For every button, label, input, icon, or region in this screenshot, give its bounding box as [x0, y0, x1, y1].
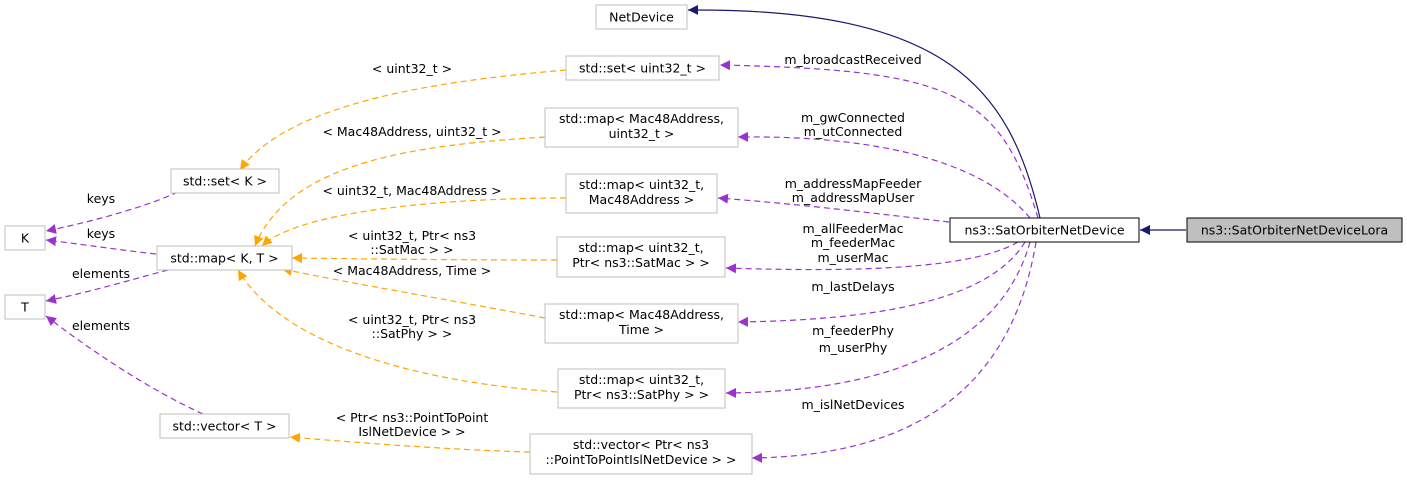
- nodes: NetDevice std::set< uint32_t > std::map<…: [4, 4, 1403, 475]
- node-sat-orbiter-net-device-label: ns3::SatOrbiterNetDevice: [964, 223, 1124, 238]
- node-map-uint32-mac48-line-1: std::map< uint32_t,: [579, 177, 704, 192]
- edge-set-uint32-tmpl: [239, 69, 567, 171]
- node-sat-orbiter-net-device-lora[interactable]: ns3::SatOrbiterNetDeviceLora: [1186, 217, 1403, 243]
- label-map-satmac-tmpl-2: ::SatMac > >: [370, 242, 453, 257]
- node-net-device-label: NetDevice: [609, 10, 674, 25]
- label-map-satmac-tmpl-1: < uint32_t, Ptr< ns3: [348, 228, 476, 243]
- node-map-uint32-satmac[interactable]: std::map< uint32_t, Ptr< ns3::SatMac > >: [556, 236, 726, 278]
- node-map-mac48-uint32-line-1: std::map< Mac48Address,: [559, 111, 724, 126]
- node-vector-t[interactable]: std::vector< T >: [159, 413, 290, 439]
- node-map-uint32-satphy-line-1: std::map< uint32_t,: [579, 372, 704, 387]
- node-map-k-t[interactable]: std::map< K, T >: [156, 245, 293, 271]
- label-vector-isl-tmpl-2: IslNetDevice > >: [358, 424, 465, 439]
- label-macs-3: m_userMac: [817, 250, 888, 265]
- node-t-label: T: [20, 300, 29, 315]
- label-broadcast-received: m_broadcastReceived: [784, 52, 921, 67]
- label-mapkt-elements: elements: [72, 266, 130, 281]
- node-k[interactable]: K: [4, 225, 46, 251]
- edge-phys: [725, 241, 1031, 398]
- node-map-uint32-satphy-line-2: Ptr< ns3::SatPhy > >: [574, 387, 709, 402]
- edges: [45, 4, 1186, 463]
- edge-labels: < uint32_t > < Mac48Address, uint32_t > …: [72, 52, 922, 439]
- label-vector-elements: elements: [72, 318, 130, 333]
- label-map-satphy-tmpl-2: ::SatPhy > >: [372, 326, 453, 341]
- node-set-k[interactable]: std::set< K >: [170, 168, 280, 194]
- node-map-uint32-satmac-line-2: Ptr< ns3::SatMac > >: [572, 255, 710, 270]
- node-map-k-t-label: std::map< K, T >: [170, 251, 278, 266]
- node-set-uint32-label: std::set< uint32_t >: [579, 61, 706, 76]
- label-map-uint32-mac48-tmpl: < uint32_t, Mac48Address >: [322, 183, 501, 198]
- label-address-map-1: m_addressMapFeeder: [785, 176, 922, 191]
- node-map-uint32-mac48-line-2: Mac48Address >: [589, 192, 694, 207]
- node-map-mac48-time-line-2: Time >: [618, 322, 664, 337]
- label-set-uint32-tmpl: < uint32_t >: [372, 61, 452, 76]
- node-sat-orbiter-net-device[interactable]: ns3::SatOrbiterNetDevice: [949, 217, 1140, 243]
- node-net-device[interactable]: NetDevice: [595, 4, 688, 30]
- node-set-k-label: std::set< K >: [183, 174, 267, 189]
- label-address-map-2: m_addressMapUser: [792, 190, 915, 205]
- edge-macs: [725, 241, 1019, 274]
- edge-connected: [737, 131, 1031, 219]
- label-map-mac48-uint32-tmpl: < Mac48Address, uint32_t >: [322, 124, 501, 139]
- edge-isl-net-devices: [751, 241, 1037, 463]
- node-t[interactable]: T: [4, 294, 46, 320]
- label-mapkt-keys: keys: [87, 226, 115, 241]
- node-vector-ptr-isl-line-1: std::vector< Ptr< ns3: [573, 437, 709, 452]
- label-phys-1: m_feederPhy: [812, 323, 894, 338]
- label-connected-2: m_utConnected: [804, 124, 903, 139]
- node-map-mac48-uint32-line-2: uint32_t >: [609, 126, 675, 141]
- node-map-mac48-time[interactable]: std::map< Mac48Address, Time >: [544, 303, 739, 344]
- node-vector-ptr-isl[interactable]: std::vector< Ptr< ns3 ::PointToPointIslN…: [529, 433, 753, 475]
- label-setk-keys: keys: [87, 191, 115, 206]
- node-vector-ptr-isl-line-2: ::PointToPointIslNetDevice > >: [546, 452, 737, 467]
- edge-mapkt-elements: [45, 269, 169, 304]
- edge-satorbiter-to-netdevice: [687, 4, 1041, 219]
- edge-last-delays: [737, 241, 1026, 327]
- node-map-uint32-mac48[interactable]: std::map< uint32_t, Mac48Address >: [565, 173, 718, 214]
- edge-map-mac48-uint32-tmpl: [254, 136, 546, 247]
- label-map-satphy-tmpl-1: < uint32_t, Ptr< ns3: [348, 312, 476, 327]
- edge-vector-isl-tmpl: [289, 432, 531, 453]
- edge-map-satmac-tmpl: [291, 253, 558, 264]
- edge-setk-keys: [45, 191, 179, 234]
- node-map-uint32-satmac-line-1: std::map< uint32_t,: [578, 240, 703, 255]
- edge-address-map: [717, 193, 950, 223]
- label-connected-1: m_gwConnected: [801, 110, 905, 125]
- node-map-mac48-time-line-1: std::map< Mac48Address,: [559, 307, 724, 322]
- label-map-mac48-time-tmpl: < Mac48Address, Time >: [333, 263, 491, 278]
- node-vector-t-label: std::vector< T >: [173, 419, 277, 434]
- node-map-mac48-uint32[interactable]: std::map< Mac48Address, uint32_t >: [544, 107, 739, 148]
- edge-broadcast-received: [719, 60, 1039, 219]
- edge-vector-elements: [45, 315, 204, 415]
- node-k-label: K: [21, 231, 30, 246]
- label-macs-1: m_allFeederMac: [802, 221, 903, 236]
- label-phys-2: m_userPhy: [819, 340, 888, 355]
- node-set-uint32[interactable]: std::set< uint32_t >: [565, 55, 720, 81]
- label-vector-isl-tmpl-1: < Ptr< ns3::PointToPoint: [336, 410, 489, 425]
- label-last-delays: m_lastDelays: [811, 279, 894, 294]
- edge-map-uint32-mac48-tmpl: [261, 197, 567, 247]
- label-macs-2: m_feederMac: [811, 235, 895, 250]
- edge-map-mac48-time-tmpl: [281, 266, 546, 319]
- label-isl-net-devices: m_islNetDevices: [801, 397, 904, 412]
- edge-map-satphy-tmpl: [237, 269, 558, 393]
- node-map-uint32-satphy[interactable]: std::map< uint32_t, Ptr< ns3::SatPhy > >: [557, 368, 726, 409]
- edge-mapkt-keys: [45, 236, 157, 255]
- node-sat-orbiter-net-device-lora-label: ns3::SatOrbiterNetDeviceLora: [1201, 223, 1388, 238]
